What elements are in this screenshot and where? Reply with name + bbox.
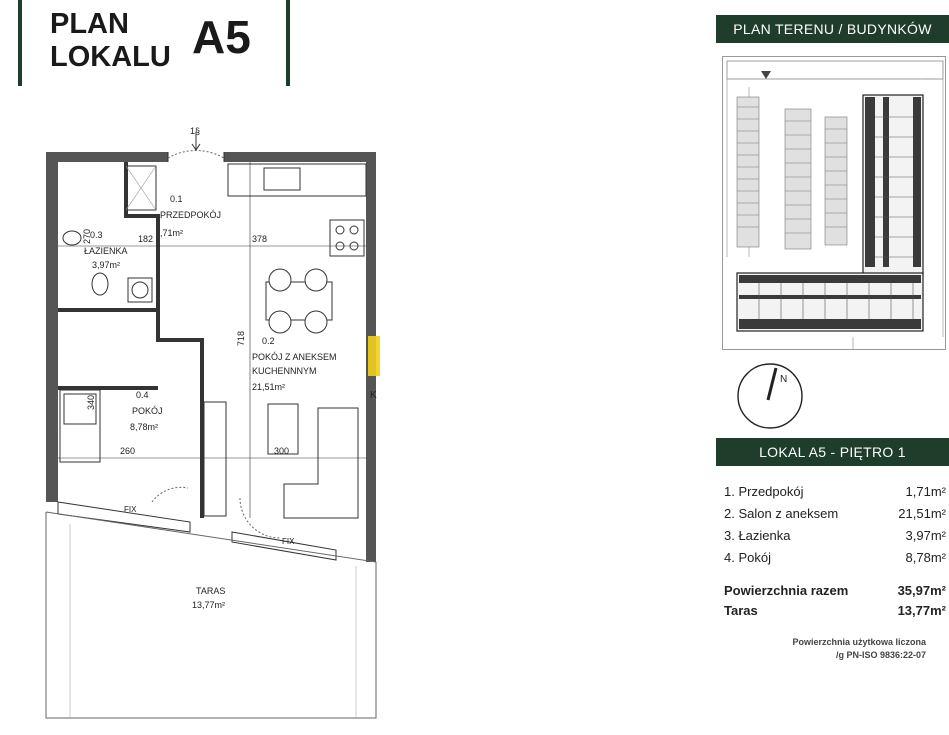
fix-label-1: FIX (124, 505, 137, 514)
cooktop-icon (329, 219, 365, 257)
room-q2-name-line2: KUCHENNNYM (252, 366, 317, 376)
plan-title-box: PLAN LOKALU A5 (18, 0, 290, 86)
total-area: 35,97m² (897, 583, 946, 598)
shower-tray (125, 165, 157, 211)
unit-info-band: LOKAL A5 - PIĘTRO 1 (716, 438, 949, 466)
room-q1-area: ,71m² (160, 228, 183, 238)
site-plan-map (722, 56, 946, 350)
room-q4-name: POKÓJ (132, 406, 163, 416)
dimension-lines (58, 162, 366, 518)
room-area: 8,78m² (905, 550, 946, 565)
dim-340: 340 (86, 395, 96, 410)
room-label: 3. Łazienka (724, 528, 791, 543)
coffee-table (267, 403, 299, 455)
room-q3-code: 0.3 (90, 230, 103, 240)
room-q4-code: 0.4 (136, 390, 149, 400)
dim-260: 260 (120, 446, 135, 456)
room-area: 21,51m² (898, 506, 946, 521)
room-label: 4. Pokój (724, 550, 771, 565)
dim-300: 300 (274, 446, 289, 456)
window-fix-2 (231, 531, 337, 561)
watermark-letter: K (370, 390, 377, 401)
kitchen-counter (227, 163, 367, 197)
entry-door-swing (167, 149, 225, 159)
site-plan-drawing (726, 60, 944, 349)
room-label: 1. Przedpokój (724, 484, 804, 499)
compass-icon: N (737, 363, 803, 429)
room-area: 1,71m² (905, 484, 946, 499)
room-q2-code: 0.2 (262, 336, 275, 346)
terrace-row: Taras 13,77m² (724, 601, 946, 621)
terrace-label: Taras (724, 603, 758, 618)
room-q3-name: ŁAZIENKA (84, 246, 128, 256)
room-q1-code: 0.1 (170, 194, 183, 204)
total-row: Powierzchnia razem 35,97m² (724, 581, 946, 601)
dining-table (265, 281, 333, 321)
room-row: 3. Łazienka 3,97m² (724, 525, 946, 547)
footnote-line1: Powierzchnia użytkowa liczona (792, 637, 926, 647)
room-row: 1. Przedpokój 1,71m² (724, 481, 946, 503)
unit-code: A5 (192, 11, 251, 63)
area-footnote: Powierzchnia użytkowa liczona /g PN-ISO … (770, 636, 926, 662)
toilet-icon (91, 272, 109, 296)
total-label: Powierzchnia razem (724, 583, 849, 598)
entry-arrow-icon (761, 71, 771, 79)
dim-270: 270 (82, 229, 92, 244)
terrace-door-2 (239, 497, 281, 539)
terrace-door-1 (151, 486, 189, 503)
footnote-line2: /g PN-ISO 9836:22-07 (835, 650, 926, 660)
shower-cross (125, 165, 157, 211)
room-row: 2. Salon z aneksem 21,51m² (724, 503, 946, 525)
room-q3-area: 3,97m² (92, 260, 120, 270)
kitchen-sink-icon (263, 167, 301, 191)
terrace-area: 13,77m² (897, 603, 946, 618)
wardrobe (203, 401, 227, 517)
room-row: 4. Pokój 8,78m² (724, 547, 946, 569)
washing-machine-icon (127, 277, 153, 303)
room-q4-area: 8,78m² (130, 422, 158, 432)
bed (59, 389, 101, 463)
floor-plan-drawing: K 1§ 0.1 PRZEDPOKÓJ ,71m² 0.3 ŁAZIENKA 3… (45, 126, 380, 719)
terrace-outline (45, 511, 377, 719)
entry-arrow-icon (191, 132, 201, 151)
entry-label: 1§ (190, 126, 200, 136)
sofa (283, 407, 359, 519)
compass-north-label: N (780, 374, 787, 385)
room-q2-name-line1: POKÓJ Z ANEKSEM (252, 352, 337, 362)
site-plan-band: PLAN TERENU / BUDYNKÓW (716, 15, 949, 43)
sink-icon (62, 230, 82, 246)
room-area: 3,97m² (905, 528, 946, 543)
dim-718: 718 (236, 331, 246, 346)
plan-title-text: PLAN LOKALU (50, 8, 171, 74)
fix-label-2: FIX (282, 537, 295, 546)
room-q1-name: PRZEDPOKÓJ (160, 210, 221, 220)
room-label: 2. Salon z aneksem (724, 506, 839, 521)
terrace-name: TARAS (196, 586, 225, 596)
terrace-area: 13,77m² (192, 600, 225, 610)
watermark-logo-icon (368, 336, 380, 376)
plan-word-line1: PLAN (50, 8, 129, 40)
dim-378: 378 (252, 234, 267, 244)
room-area-list: 1. Przedpokój 1,71m² 2. Salon z aneksem … (724, 481, 946, 621)
plan-word-line2: LOKALU (50, 41, 171, 73)
dim-182: 182 (138, 234, 153, 244)
window-fix-1 (57, 501, 191, 533)
room-q2-area: 21,51m² (252, 382, 285, 392)
